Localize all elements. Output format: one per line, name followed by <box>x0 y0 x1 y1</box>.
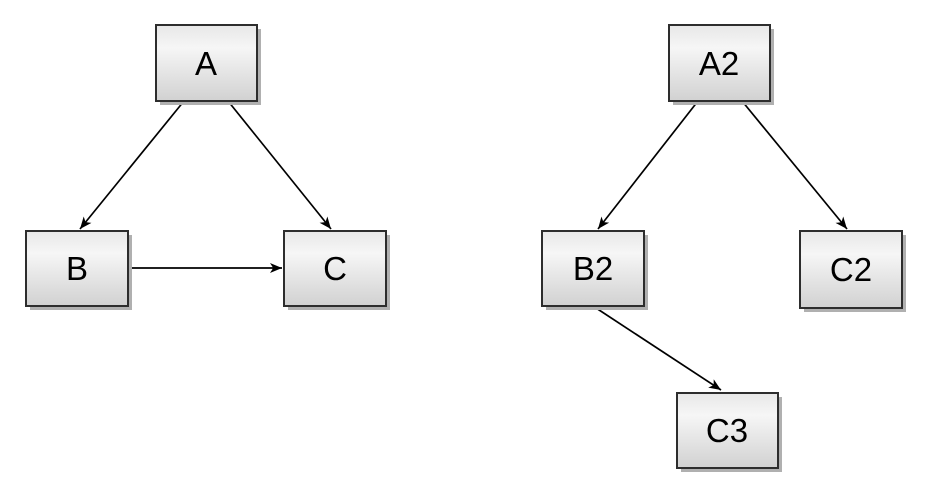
node-b[interactable]: B <box>25 230 132 310</box>
node-a-box <box>155 24 258 102</box>
node-b2-label: B2 <box>573 250 613 287</box>
node-a-label: A <box>195 45 217 82</box>
node-b2-box <box>541 230 645 307</box>
node-b-box <box>25 230 129 307</box>
edge-a-b <box>79 100 185 230</box>
node-c-label: C <box>323 250 347 287</box>
node-c3-label: C3 <box>706 412 748 449</box>
node-c-box <box>283 230 387 307</box>
node-a[interactable]: A <box>155 24 261 105</box>
node-c3[interactable]: C3 <box>676 392 782 472</box>
node-c2[interactable]: C2 <box>799 230 906 312</box>
edge-a2-b2 <box>597 100 699 230</box>
node-a2[interactable]: A2 <box>668 24 774 105</box>
node-b2[interactable]: B2 <box>541 230 648 310</box>
edge-a2-c2 <box>741 100 848 230</box>
node-b-label: B <box>66 250 88 287</box>
node-c2-label: C2 <box>830 251 872 288</box>
edge-a-c <box>227 100 332 230</box>
node-c3-box <box>676 392 779 469</box>
node-c[interactable]: C <box>283 230 390 310</box>
node-a2-label: A2 <box>699 45 739 82</box>
edge-b2-c3 <box>592 305 722 391</box>
node-c2-box <box>799 230 903 309</box>
node-a2-box <box>668 24 771 102</box>
